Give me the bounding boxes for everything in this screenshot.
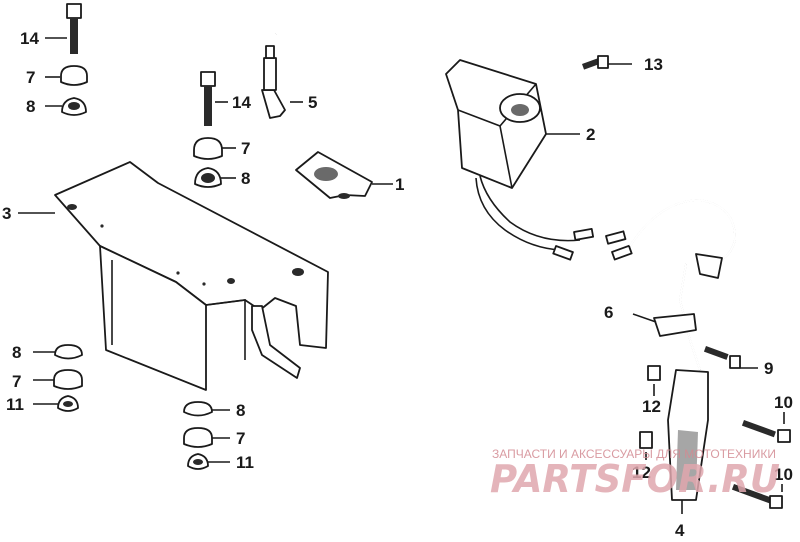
ignition-coil (445, 59, 581, 251)
callout-10a: 10 (774, 393, 793, 412)
spark-plug-cap (261, 45, 303, 119)
bolt-stack-left (45, 3, 88, 116)
wire-connectors (552, 227, 633, 261)
ht-lead (275, 12, 453, 97)
bolt-13 (582, 55, 632, 70)
callout-3: 3 (2, 204, 11, 223)
callout-12a: 12 (642, 397, 661, 416)
mounting-bracket (54, 161, 329, 391)
callout-7d: 7 (236, 429, 245, 448)
callout-14a: 14 (20, 29, 39, 48)
grommets-left (33, 344, 83, 412)
callout-2: 2 (586, 125, 595, 144)
callout-11b: 11 (236, 453, 254, 472)
watermark-title: PARTSFOR.RU (490, 457, 780, 501)
callout-9: 9 (764, 359, 773, 378)
nut-plate (295, 151, 393, 199)
callout-8a: 8 (26, 97, 35, 116)
callout-11a: 11 (6, 395, 24, 414)
callout-4: 4 (675, 521, 685, 540)
callout-8d: 8 (236, 401, 245, 420)
callout-6: 6 (604, 303, 613, 322)
callout-7b: 7 (241, 139, 250, 158)
grommets-middle (183, 401, 230, 470)
bolts-right (703, 346, 791, 509)
callout-12b: 12 (632, 463, 651, 482)
callout-5: 5 (308, 93, 317, 112)
callout-7c: 7 (12, 372, 21, 391)
callout-14b: 14 (232, 93, 251, 112)
callout-8c: 8 (12, 343, 21, 362)
callout-8b: 8 (241, 169, 250, 188)
watermark-subtitle: ЗАПЧАСТИ И АКСЕССУАРЫ ДЛЯ МОТОТЕХНИКИ (492, 447, 776, 461)
callout-7a: 7 (26, 68, 35, 87)
callout-10b: 10 (774, 465, 793, 484)
callout-13: 13 (644, 55, 663, 74)
watermark-logo: ЗАПЧАСТИ И АКСЕССУАРЫ ДЛЯ МОТОТЕХНИКИ PA… (490, 447, 780, 501)
pulser-generator (629, 198, 737, 514)
callout-1: 1 (395, 175, 404, 194)
bolt-stack-middle (193, 71, 236, 188)
